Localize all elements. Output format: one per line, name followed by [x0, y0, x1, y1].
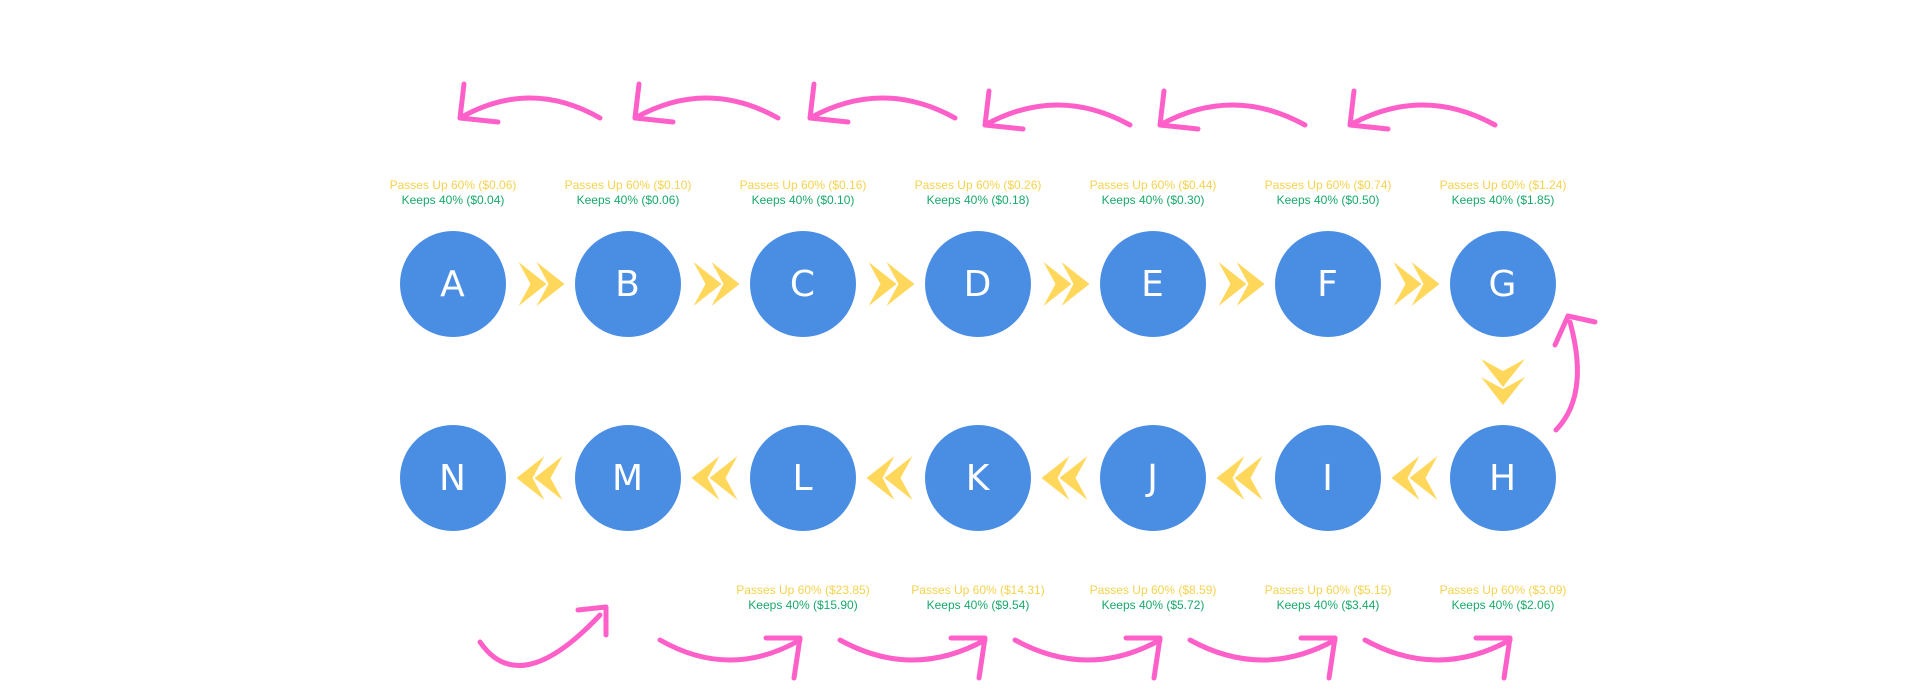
- curved-arrow-right-icon: [657, 635, 803, 681]
- chevron-right-icon: [1218, 262, 1265, 306]
- node-label: Passes Up 60% ($0.06)Keeps 40% ($0.04): [368, 178, 538, 208]
- node-label: Passes Up 60% ($0.16)Keeps 40% ($0.10): [718, 178, 888, 208]
- node-label: Passes Up 60% ($0.10)Keeps 40% ($0.06): [543, 178, 713, 208]
- node-label: Passes Up 60% ($0.74)Keeps 40% ($0.50): [1243, 178, 1413, 208]
- curved-arrow-left-icon: [982, 88, 1133, 132]
- curved-arrow-right-icon: [1187, 635, 1338, 681]
- chevron-left-icon: [1041, 456, 1088, 500]
- curved-arrow-right-icon: [837, 635, 988, 681]
- chevron-right-icon: [518, 262, 565, 306]
- curved-arrow-left-icon: [632, 81, 781, 125]
- passes-up-text: Passes Up 60% ($1.24): [1439, 178, 1567, 192]
- passes-up-text: Passes Up 60% ($23.85): [736, 583, 870, 597]
- node-h: H: [1450, 425, 1556, 531]
- node-c: C: [750, 231, 856, 337]
- node-label: Passes Up 60% ($5.15)Keeps 40% ($3.44): [1243, 583, 1413, 613]
- node-label: Passes Up 60% ($1.24)Keeps 40% ($1.85): [1418, 178, 1588, 208]
- passes-up-text: Passes Up 60% ($8.59): [1089, 583, 1217, 597]
- passes-up-text: Passes Up 60% ($3.09): [1439, 583, 1567, 597]
- chevron-left-icon: [691, 456, 738, 500]
- curved-arrow-up-icon: [477, 604, 609, 668]
- node-d: D: [925, 231, 1031, 337]
- node-n: N: [400, 425, 506, 531]
- node-f: F: [1275, 231, 1381, 337]
- passes-up-text: Passes Up 60% ($0.44): [1089, 178, 1217, 192]
- node-m: M: [575, 425, 681, 531]
- keeps-text: Keeps 40% ($2.06): [1451, 598, 1555, 612]
- node-g: G: [1450, 231, 1556, 337]
- keeps-text: Keeps 40% ($0.30): [1101, 193, 1205, 207]
- curved-arrow-left-icon: [1157, 88, 1308, 132]
- passes-up-text: Passes Up 60% ($0.10): [564, 178, 692, 192]
- node-e: E: [1100, 231, 1206, 337]
- passes-up-text: Passes Up 60% ($14.31): [911, 583, 1045, 597]
- chevron-down-icon: [1481, 359, 1525, 405]
- chevron-left-icon: [1216, 456, 1263, 500]
- node-label: Passes Up 60% ($0.44)Keeps 40% ($0.30): [1068, 178, 1238, 208]
- keeps-text: Keeps 40% ($0.10): [751, 193, 855, 207]
- node-k: K: [925, 425, 1031, 531]
- keeps-text: Keeps 40% ($0.50): [1276, 193, 1380, 207]
- curved-arrow-left-icon: [1347, 88, 1498, 132]
- passes-up-text: Passes Up 60% ($0.74): [1264, 178, 1392, 192]
- node-i: I: [1275, 425, 1381, 531]
- node-j: J: [1100, 425, 1206, 531]
- node-a: A: [400, 231, 506, 337]
- curved-arrow-up-icon: [1552, 313, 1598, 433]
- chevron-right-icon: [1043, 262, 1090, 306]
- node-label: Passes Up 60% ($0.26)Keeps 40% ($0.18): [893, 178, 1063, 208]
- keeps-text: Keeps 40% ($5.72): [1101, 598, 1205, 612]
- chevron-left-icon: [866, 456, 913, 500]
- curved-arrow-left-icon: [457, 81, 603, 125]
- chevron-left-icon: [1391, 456, 1438, 500]
- chevron-right-icon: [868, 262, 915, 306]
- passes-up-text: Passes Up 60% ($0.16): [739, 178, 867, 192]
- curved-arrow-right-icon: [1012, 635, 1163, 681]
- chevron-right-icon: [1393, 262, 1440, 306]
- node-label: Passes Up 60% ($3.09)Keeps 40% ($2.06): [1418, 583, 1588, 613]
- keeps-text: Keeps 40% ($9.54): [926, 598, 1030, 612]
- node-label: Passes Up 60% ($8.59)Keeps 40% ($5.72): [1068, 583, 1238, 613]
- passes-up-text: Passes Up 60% ($0.26): [914, 178, 1042, 192]
- curved-arrow-left-icon: [807, 81, 958, 125]
- curved-arrow-right-icon: [1362, 635, 1513, 681]
- chevron-right-icon: [693, 262, 740, 306]
- keeps-text: Keeps 40% ($0.06): [576, 193, 680, 207]
- keeps-text: Keeps 40% ($3.44): [1276, 598, 1380, 612]
- node-label: Passes Up 60% ($23.85)Keeps 40% ($15.90): [718, 583, 888, 613]
- keeps-text: Keeps 40% ($0.18): [926, 193, 1030, 207]
- keeps-text: Keeps 40% ($15.90): [748, 598, 858, 612]
- chevron-left-icon: [516, 456, 563, 500]
- passes-up-text: Passes Up 60% ($5.15): [1264, 583, 1392, 597]
- passes-up-text: Passes Up 60% ($0.06): [389, 178, 517, 192]
- node-l: L: [750, 425, 856, 531]
- keeps-text: Keeps 40% ($0.04): [401, 193, 505, 207]
- keeps-text: Keeps 40% ($1.85): [1451, 193, 1555, 207]
- node-label: Passes Up 60% ($14.31)Keeps 40% ($9.54): [893, 583, 1063, 613]
- node-b: B: [575, 231, 681, 337]
